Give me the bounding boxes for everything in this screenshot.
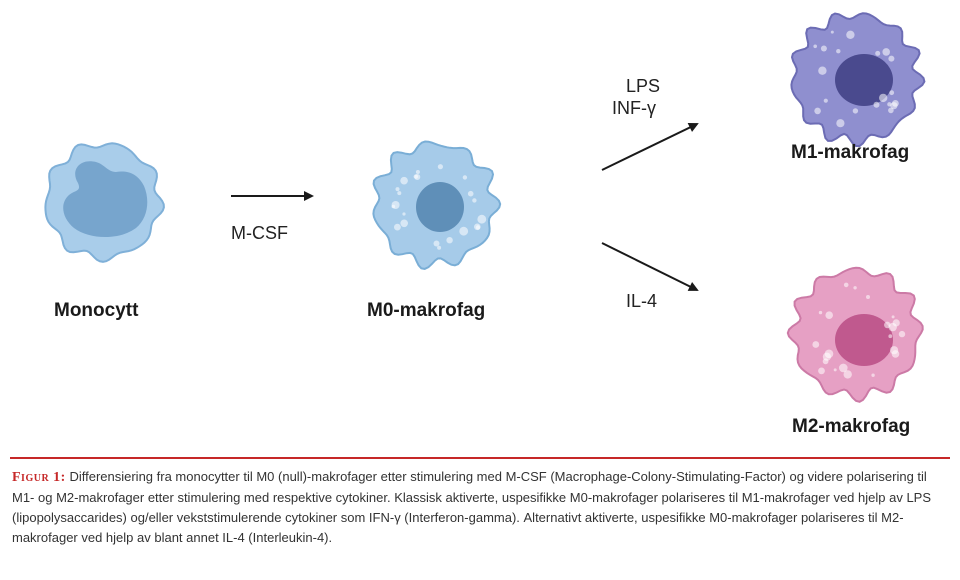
vesicle (467, 190, 474, 197)
vesicle (836, 119, 845, 128)
vesicle (459, 226, 469, 236)
m0-vesicles (391, 164, 487, 250)
vesicle (462, 175, 468, 180)
vesicle (400, 176, 408, 185)
vesicle (822, 358, 829, 365)
vesicle (415, 170, 420, 174)
inf-gamma-label: INF-γ (612, 98, 656, 118)
m1-cell (790, 12, 926, 147)
vesicle (887, 102, 892, 107)
vesicle (871, 373, 875, 377)
vesicle (812, 341, 820, 348)
m2-label: M2-makrofag (792, 416, 911, 437)
vesicle (413, 174, 418, 179)
vesicle (866, 295, 870, 299)
monocyte-cell (44, 142, 165, 263)
vesicle (437, 245, 442, 250)
vesicle (879, 93, 888, 103)
vesicle (853, 286, 857, 290)
vesicle (882, 48, 890, 56)
lps-label: LPS (626, 76, 661, 96)
m0-label: M0-makrofag (367, 300, 486, 321)
vesicle (875, 50, 881, 56)
vesicle (846, 30, 855, 39)
vesicle (873, 101, 880, 108)
m1-vesicles (813, 30, 899, 128)
vesicle (477, 214, 487, 224)
vesicle (889, 90, 895, 96)
diagram: Monocytt M0-makrofag M1-makrofag M2-makr… (44, 12, 926, 437)
arrow-to-m1 (601, 122, 699, 171)
vesicle (813, 44, 817, 49)
mcsf-label: M-CSF (231, 223, 288, 243)
caption-rule (10, 457, 950, 459)
vesicle (433, 240, 440, 247)
vesicle (898, 330, 906, 338)
caption-heading: Figur 1: (12, 470, 66, 485)
vesicle (475, 225, 481, 230)
vesicle (402, 212, 406, 216)
vesicle (836, 49, 841, 54)
m0-cell (372, 140, 502, 270)
vesicle (884, 321, 891, 329)
vesicle (892, 100, 899, 107)
vesicle (391, 201, 400, 209)
vesicle (839, 363, 848, 373)
m2-nucleus (835, 314, 893, 366)
m1-nucleus (835, 54, 893, 106)
vesicle (394, 223, 401, 231)
vesicle (824, 349, 834, 359)
il4-label: IL-4 (626, 291, 658, 311)
vesicle (397, 191, 402, 196)
vesicle (823, 98, 828, 103)
vesicle (825, 311, 833, 320)
vesicle (818, 367, 825, 375)
vesicle (833, 368, 837, 372)
caption-text: Differensiering fra monocytter til M0 (n… (12, 469, 932, 545)
monocyte-nucleus (63, 161, 148, 237)
vesicle (395, 187, 400, 192)
m0-nucleus (416, 182, 464, 232)
vesicle (888, 55, 895, 62)
vesicle (820, 45, 827, 52)
vesicle (814, 107, 821, 115)
vesicle (818, 310, 823, 315)
vesicle (437, 164, 443, 170)
vesicle (888, 334, 893, 339)
vesicle (843, 370, 852, 379)
vesicle (830, 30, 834, 34)
vesicle (843, 282, 849, 288)
vesicle (888, 107, 894, 114)
vesicle (852, 108, 859, 114)
vesicle (446, 237, 453, 244)
vesicle (818, 66, 827, 75)
arrow-to-m2 (601, 242, 699, 291)
m1-label: M1-makrofag (791, 142, 910, 163)
m2-vesicles (812, 282, 906, 379)
cells-canvas (44, 12, 926, 403)
vesicle (472, 198, 477, 203)
monocyte-label: Monocytt (54, 300, 139, 321)
vesicle (400, 219, 409, 228)
vesicle (891, 350, 900, 358)
vesicle (891, 315, 895, 319)
figure-caption: Figur 1: Differensiering fra monocytter … (12, 467, 948, 548)
m2-cell (786, 266, 924, 403)
vesicle (892, 319, 900, 327)
